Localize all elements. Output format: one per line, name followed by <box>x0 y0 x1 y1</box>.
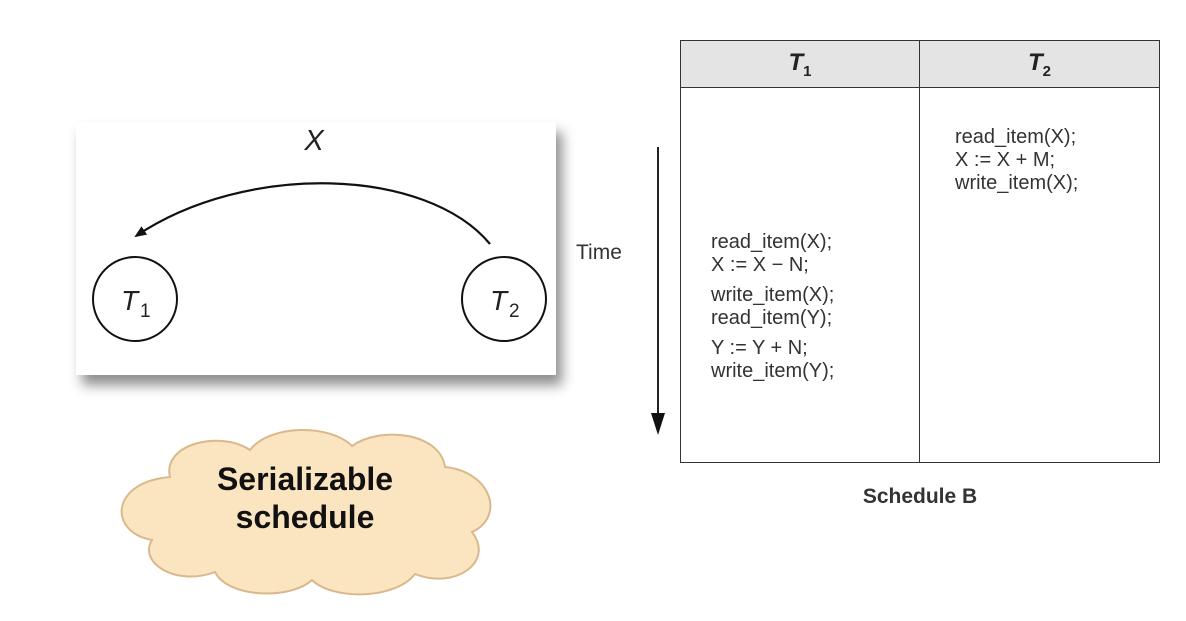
t1-op: read_item(Y); <box>711 307 833 329</box>
cloud-label: Serializable schedule <box>100 460 510 536</box>
header-t2-sub: 2 <box>1042 62 1051 80</box>
schedule-table: T1 T2 read_item(X); X := X − N; write_it… <box>680 40 1160 463</box>
t1-operations: read_item(X); X := X − N; write_item(X);… <box>711 231 834 383</box>
schedule-header-row: T1 T2 <box>680 40 1160 88</box>
t1-op: read_item(X); <box>711 231 833 253</box>
t1-op: write_item(Y); <box>711 360 835 382</box>
node-t2-name: T <box>490 285 509 316</box>
header-t2: T2 <box>919 40 1160 88</box>
schedule-body-row: read_item(X); X := X − N; write_item(X);… <box>680 87 1160 463</box>
t1-operations-cell: read_item(X); X := X − N; write_item(X);… <box>680 87 920 463</box>
schedule-caption: Schedule B <box>862 485 978 508</box>
t2-op: read_item(X); <box>955 126 1077 148</box>
time-label: Time <box>576 241 622 264</box>
node-t1-sub: 1 <box>140 301 151 322</box>
t2-operations-cell: read_item(X); X := X + M; write_item(X); <box>919 87 1160 463</box>
edge-label: X <box>303 125 325 157</box>
node-t1: T 1 <box>92 256 178 342</box>
precedence-graph-canvas: X T 1 T 2 <box>92 125 547 342</box>
time-arrow <box>651 147 665 435</box>
header-t1: T1 <box>680 40 920 88</box>
t2-operations: read_item(X); X := X + M; write_item(X); <box>955 126 1078 195</box>
cloud-label-line2: schedule <box>235 499 375 535</box>
node-t2: T 2 <box>461 256 547 342</box>
cloud-shape <box>120 429 492 596</box>
t2-op: write_item(X); <box>955 172 1079 194</box>
node-t1-name: T <box>121 285 140 316</box>
node-t2-sub: 2 <box>509 301 520 322</box>
edge-t2-to-t1 <box>134 182 491 245</box>
t2-op: X := X + M; <box>955 149 1056 171</box>
header-t1-sub: 1 <box>803 62 812 80</box>
t1-op: Y := Y + N; <box>711 337 808 359</box>
precedence-graph: X T 1 T 2 <box>76 122 556 375</box>
header-t1-name: T <box>788 48 804 76</box>
t1-op: write_item(X); <box>711 284 835 306</box>
cloud-label-line1: Serializable <box>216 461 394 497</box>
t1-op: X := X − N; <box>711 254 809 276</box>
header-t2-name: T <box>1027 48 1043 76</box>
